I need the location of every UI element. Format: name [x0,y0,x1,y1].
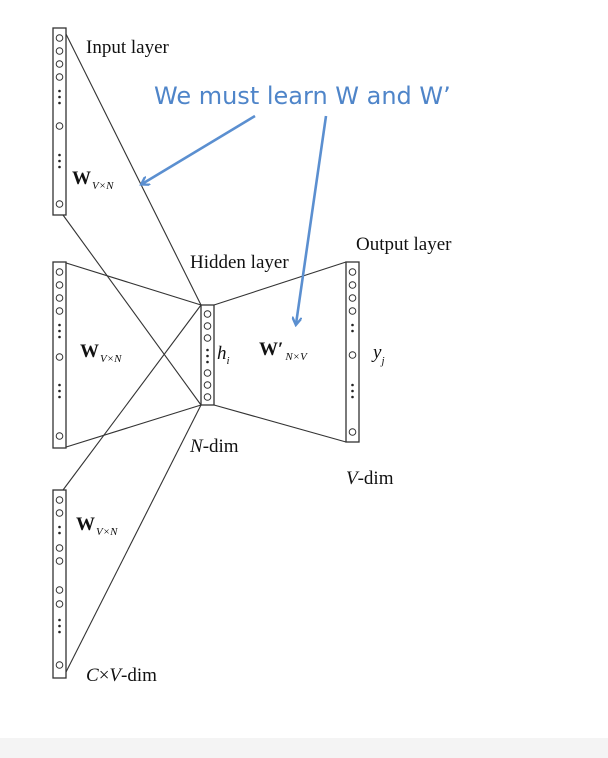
weight-matrix-label-1: WV×N [72,168,114,192]
output-layer-nodes [348,268,357,436]
input-vector-1-nodes [55,34,64,208]
weight-matrix-label-2: WV×N [80,341,122,365]
hidden-unit-label: hi [217,343,230,367]
input-vector-3-nodes [55,496,64,669]
line-input2-top [62,261,202,306]
v-dim-label: V-dim [346,468,394,489]
line-input3-bottom [62,404,202,679]
input-layer-label: Input layer [86,37,170,58]
hidden-layer-nodes [203,310,212,401]
weight-matrix-label-3: WV×N [76,514,118,538]
line-input2-bottom [62,404,202,449]
input-vector-2 [52,261,67,449]
line-input1-bottom [62,214,202,406]
input-vector-2-nodes [55,268,64,440]
annotation-arrow-to-w [142,114,256,184]
output-layer-label: Output layer [356,234,452,255]
annotation-text: We must learn W and W’ [154,82,451,110]
annotation-arrow-to-w-prime [296,115,328,324]
n-dim-label: N-dim [189,436,239,457]
line-output-bottom [213,404,347,443]
input-vector-3 [52,489,67,679]
output-unit-label: yj [371,342,385,367]
output-layer-vector [345,261,360,443]
cxv-dim-label: C×V-dim [86,665,157,686]
connection-lines [62,27,347,679]
cbow-diagram: Input layer Hidden layer Output layer WV… [52,27,452,686]
line-output-top [213,261,347,306]
bottom-band [0,738,608,758]
hidden-layer-label: Hidden layer [190,252,289,273]
output-weight-matrix-label: W′N×V [259,339,308,363]
hidden-layer-vector [200,304,215,406]
line-input3-top [62,304,202,491]
line-input1-top [62,27,202,306]
input-vector-1 [52,27,67,216]
